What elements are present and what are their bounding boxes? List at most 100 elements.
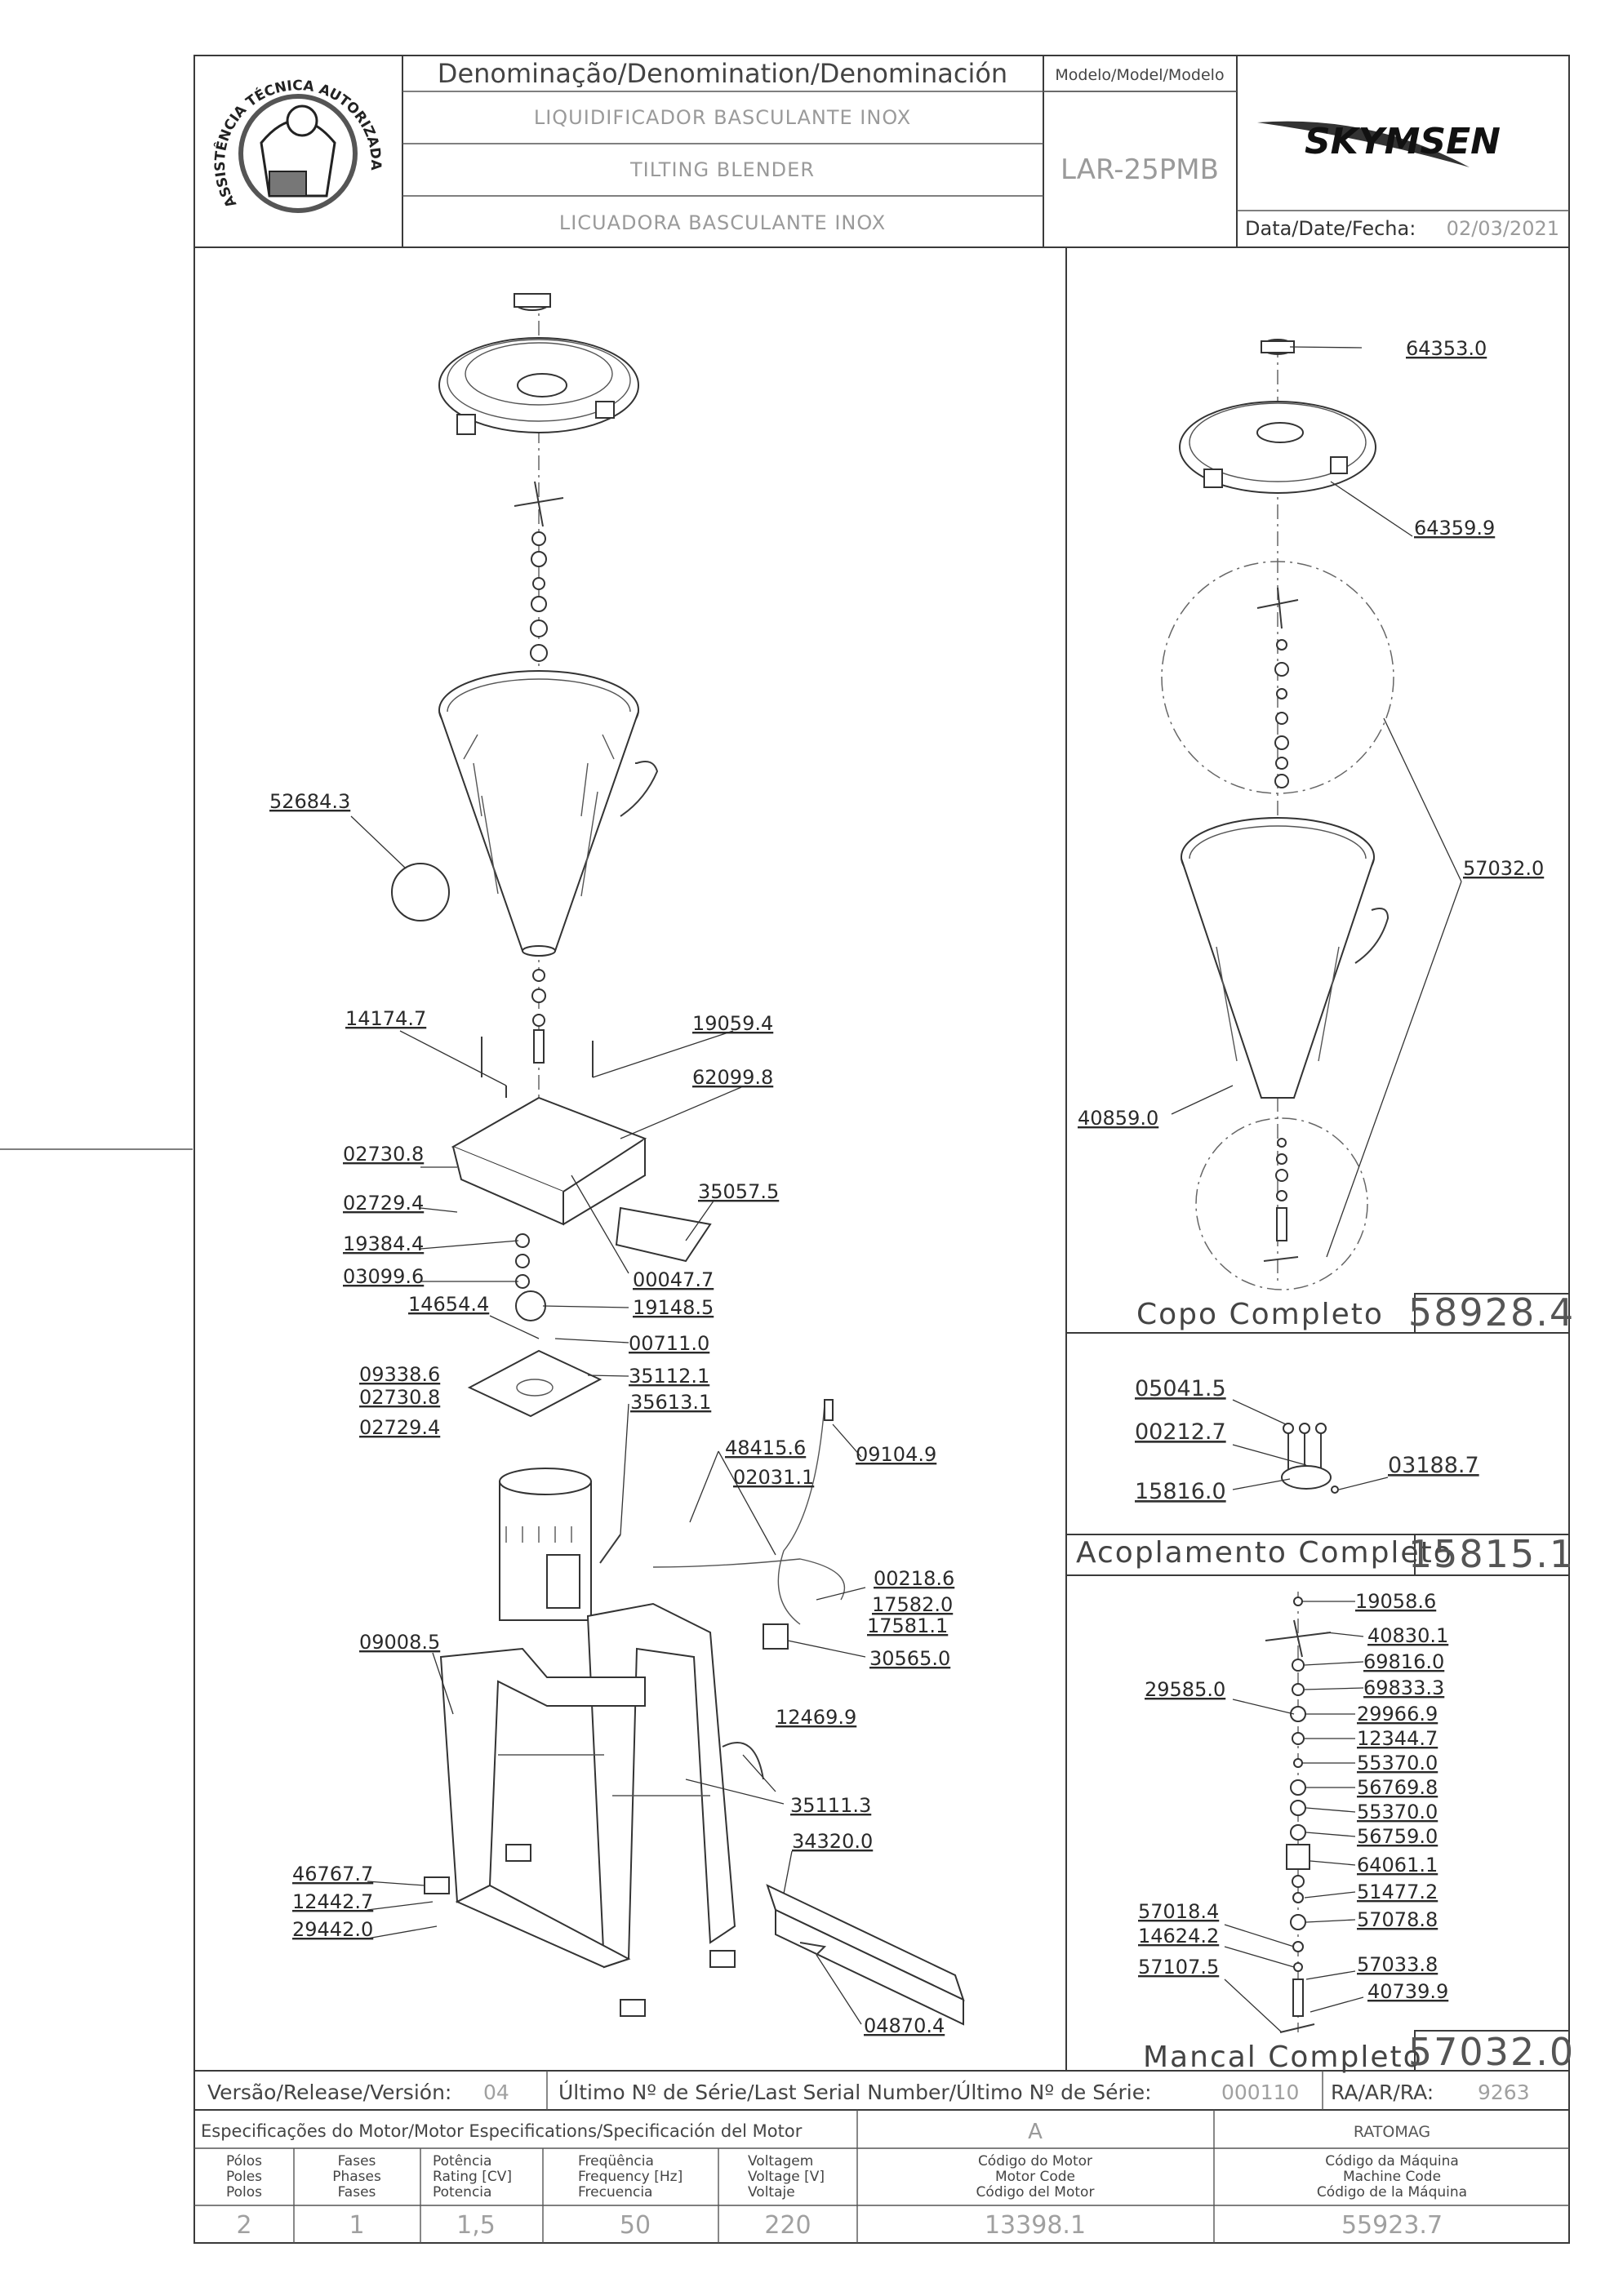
- svg-text:Potência: Potência: [433, 2153, 491, 2169]
- part-label: 19384.4: [343, 1232, 424, 1255]
- motor-spec-table: Especificações do Motor/Motor Especifica…: [201, 2120, 1467, 2240]
- svg-text:Rating [CV]: Rating [CV]: [433, 2169, 512, 2185]
- spec-col-phases: Fases Phases Fases 1: [332, 2153, 381, 2240]
- main-exploded-view: [350, 293, 965, 2026]
- part-label: 52684.3: [269, 790, 350, 813]
- part-label: 69816.0: [1363, 1650, 1444, 1673]
- motor-code-value: 13398.1: [985, 2211, 1086, 2240]
- part-label: 35111.3: [790, 1794, 871, 1817]
- part-label: 40739.9: [1367, 1980, 1448, 2003]
- mancal-completo-view: 19058.6 40830.1 69816.0 69833.3 29585.0 …: [1138, 1590, 1573, 2074]
- part-label: 14174.7: [345, 1007, 426, 1030]
- part-label: 55370.0: [1357, 1801, 1438, 1823]
- part-label: 55370.0: [1357, 1752, 1438, 1774]
- part-label: 14654.4: [408, 1293, 489, 1316]
- model-value: LAR-25PMB: [1061, 153, 1219, 186]
- svg-text:Polos: Polos: [226, 2184, 262, 2201]
- frequency-value: 50: [620, 2211, 651, 2240]
- phases-value: 1: [349, 2211, 364, 2240]
- part-label: 57107.5: [1138, 1956, 1219, 1978]
- part-label: 64061.1: [1357, 1854, 1438, 1876]
- part-label: 57078.8: [1357, 1908, 1438, 1931]
- serial-label: Último Nº de Série/Last Serial Number/Úl…: [558, 2080, 1152, 2104]
- part-label: 17581.1: [867, 1614, 948, 1637]
- model-title: Modelo/Model/Modelo: [1055, 66, 1224, 84]
- part-label: 64353.0: [1406, 337, 1487, 360]
- motor-spec-title: Especificações do Motor/Motor Especifica…: [201, 2121, 803, 2141]
- part-label: 35613.1: [630, 1391, 711, 1414]
- part-label: 69833.3: [1363, 1676, 1444, 1699]
- part-label: 00212.7: [1135, 1419, 1226, 1445]
- part-label: 57018.4: [1138, 1900, 1219, 1923]
- part-label: 57033.8: [1357, 1953, 1438, 1976]
- part-label: 03188.7: [1388, 1453, 1479, 1478]
- part-label: 14624.2: [1138, 1925, 1219, 1947]
- copo-completo-view: 64353.0 64359.9 57032.0 40859.0 Copo Com…: [1078, 337, 1575, 1335]
- part-label: 35057.5: [698, 1180, 779, 1203]
- date-label: Data/Date/Fecha:: [1245, 217, 1416, 240]
- part-label: 30565.0: [869, 1647, 950, 1670]
- part-label: 09104.9: [856, 1443, 936, 1466]
- part-label: 00218.6: [874, 1567, 954, 1590]
- svg-text:Código da Máquina: Código da Máquina: [1325, 2153, 1459, 2169]
- part-label: 29585.0: [1145, 1678, 1225, 1701]
- mancal-completo-title: Mancal Completo: [1143, 2041, 1423, 2074]
- acoplamento-completo-view: 05041.5 00212.7 03188.7 15816.0 Acoplame…: [1076, 1376, 1575, 1576]
- svg-text:Voltagem: Voltagem: [748, 2153, 813, 2169]
- part-label: 56769.8: [1357, 1776, 1438, 1799]
- copo-completo-code: 58928.4: [1408, 1290, 1575, 1335]
- version-value: 04: [483, 2081, 509, 2104]
- svg-text:Machine Code: Machine Code: [1343, 2169, 1441, 2185]
- part-label: 46767.7: [292, 1863, 373, 1885]
- product-name-es: LICUADORA BASCULANTE INOX: [559, 211, 886, 234]
- part-label: 09008.5: [359, 1631, 440, 1654]
- svg-text:Código do Motor: Código do Motor: [978, 2153, 1092, 2169]
- svg-text:Freqüência: Freqüência: [578, 2153, 654, 2169]
- spec-col-poles: Pólos Poles Polos 2: [226, 2153, 262, 2240]
- date-value: 02/03/2021: [1447, 217, 1559, 240]
- part-label: 04870.4: [864, 2014, 945, 2037]
- svg-text:Fases: Fases: [338, 2184, 376, 2201]
- part-label: 48415.6: [725, 1437, 806, 1459]
- svg-text:Código del Motor: Código del Motor: [976, 2184, 1095, 2201]
- part-label: 12344.7: [1357, 1727, 1438, 1750]
- part-label: 29442.0: [292, 1918, 373, 1941]
- release-row: Versão/Release/Versión: 04 Último Nº de …: [207, 2080, 1530, 2104]
- ra-label: RA/AR/RA:: [1331, 2081, 1434, 2104]
- part-label: 29966.9: [1357, 1703, 1438, 1725]
- machine-code-value: 55923.7: [1341, 2211, 1443, 2240]
- part-label: 00711.0: [629, 1332, 709, 1355]
- part-label: 02729.4: [359, 1416, 440, 1439]
- spec-col-frequency: Freqüência Frequency [Hz] Frecuencia 50: [578, 2153, 683, 2240]
- part-label: 02729.4: [343, 1192, 424, 1215]
- svg-text:Poles: Poles: [226, 2169, 262, 2185]
- motor-variant: A: [1028, 2120, 1043, 2144]
- svg-text:Fases: Fases: [338, 2153, 376, 2169]
- part-label: 19148.5: [633, 1296, 714, 1319]
- part-label: 02031.1: [733, 1466, 814, 1489]
- acoplamento-completo-title: Acoplamento Completo: [1076, 1536, 1453, 1570]
- poles-value: 2: [236, 2211, 251, 2240]
- brand-logo: SKYMSEN: [1257, 121, 1501, 167]
- part-label: 00047.7: [633, 1268, 714, 1291]
- part-label: 51477.2: [1357, 1881, 1438, 1903]
- part-label: 35112.1: [629, 1365, 709, 1388]
- acoplamento-completo-code: 15815.1: [1408, 1532, 1575, 1576]
- product-name-pt: LIQUIDIFICADOR BASCULANTE INOX: [534, 106, 911, 129]
- svg-text:Frecuencia: Frecuencia: [578, 2184, 652, 2201]
- denomination-title: Denominação/Denomination/Denominación: [438, 58, 1007, 89]
- part-label: 02730.8: [343, 1143, 424, 1166]
- serial-value: 000110: [1221, 2081, 1299, 2104]
- title-block: Denominação/Denomination/Denominación LI…: [211, 58, 1559, 240]
- part-label: 09338.6: [359, 1363, 440, 1386]
- part-label: 12469.9: [776, 1706, 856, 1729]
- part-label: 12442.7: [292, 1890, 373, 1913]
- part-label: 15816.0: [1135, 1479, 1226, 1504]
- ra-value: 9263: [1478, 2081, 1530, 2104]
- svg-text:Voltage [V]: Voltage [V]: [748, 2169, 825, 2185]
- brand-name: SKYMSEN: [1305, 121, 1501, 162]
- drawing-frame: [0, 55, 1570, 2244]
- spec-col-motor-code: Código do Motor Motor Code Código del Mo…: [976, 2153, 1095, 2240]
- spec-col-machine-code: Código da Máquina Machine Code Código de…: [1317, 2153, 1467, 2240]
